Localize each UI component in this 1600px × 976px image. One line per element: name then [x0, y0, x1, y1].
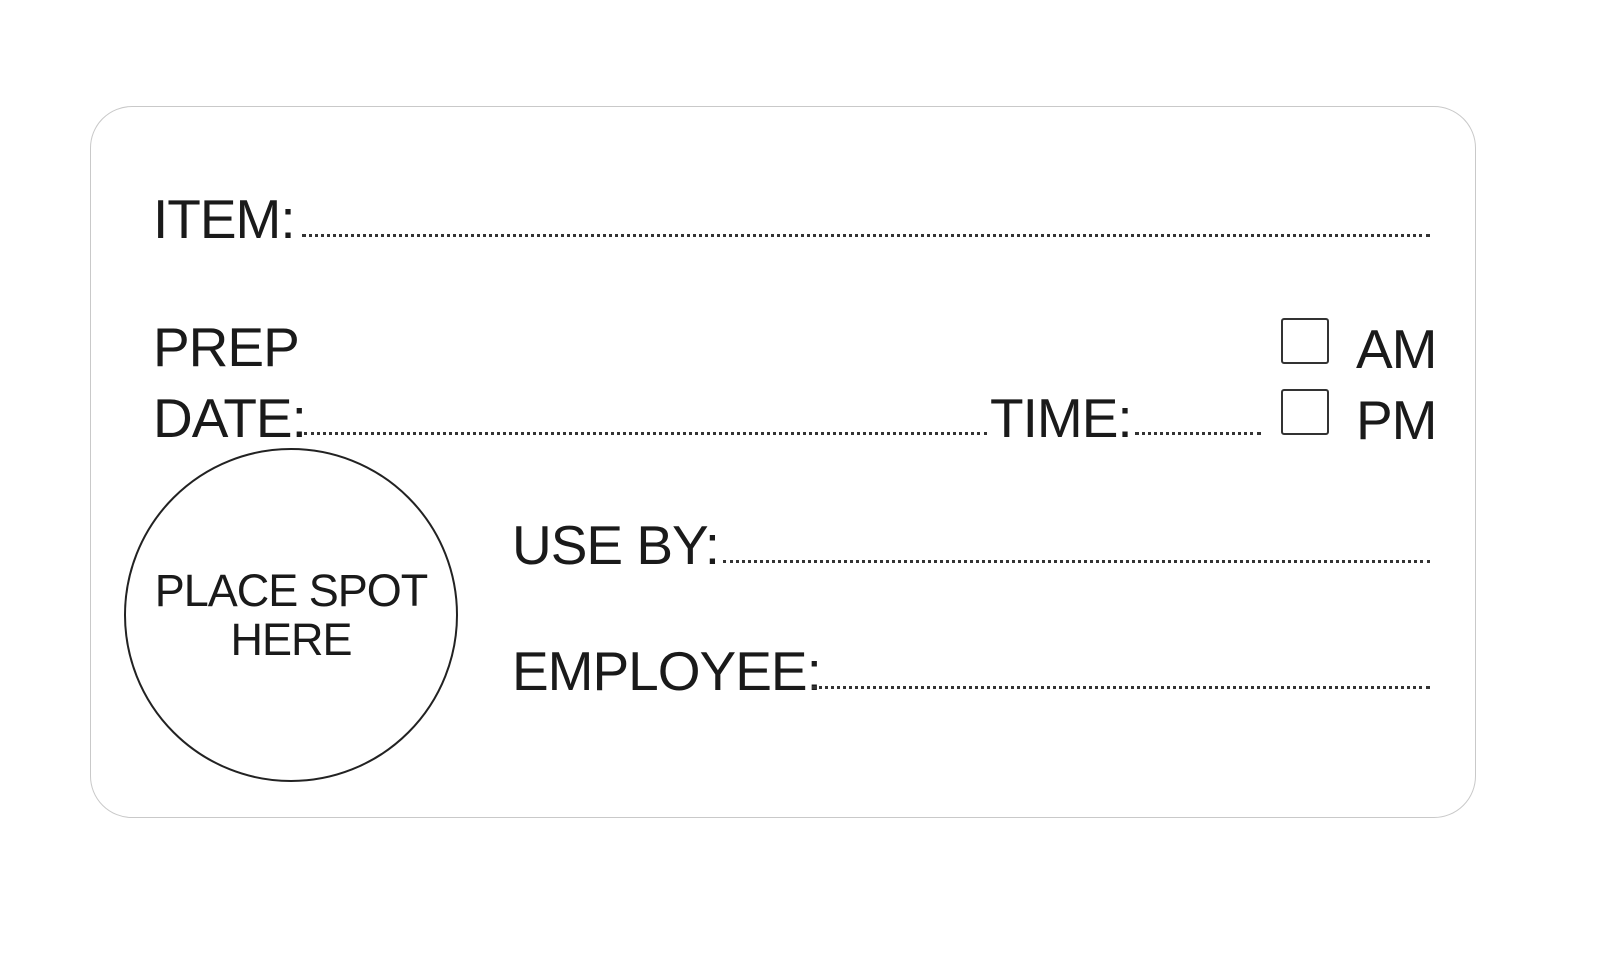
- item-label: ITEM:: [153, 188, 296, 250]
- use-by-label: USE BY:: [512, 514, 720, 576]
- spot-text-line1: PLACE SPOT: [154, 564, 429, 616]
- am-checkbox[interactable]: [1281, 318, 1329, 364]
- place-spot-circle: PLACE SPOT HERE: [124, 448, 458, 782]
- pm-label: PM: [1356, 389, 1437, 451]
- use-by-field[interactable]: [723, 560, 1430, 563]
- time-field[interactable]: [1135, 432, 1261, 435]
- prep-date-field[interactable]: [304, 432, 987, 435]
- prep-label: PREP: [153, 316, 300, 378]
- employee-field[interactable]: [812, 686, 1430, 689]
- pm-checkbox[interactable]: [1281, 389, 1329, 435]
- time-label: TIME:: [990, 387, 1133, 449]
- date-label: DATE:: [153, 387, 307, 449]
- spot-text-line2: HERE: [230, 614, 352, 665]
- item-field[interactable]: [302, 234, 1430, 237]
- am-label: AM: [1356, 318, 1437, 380]
- employee-label: EMPLOYEE:: [512, 640, 822, 702]
